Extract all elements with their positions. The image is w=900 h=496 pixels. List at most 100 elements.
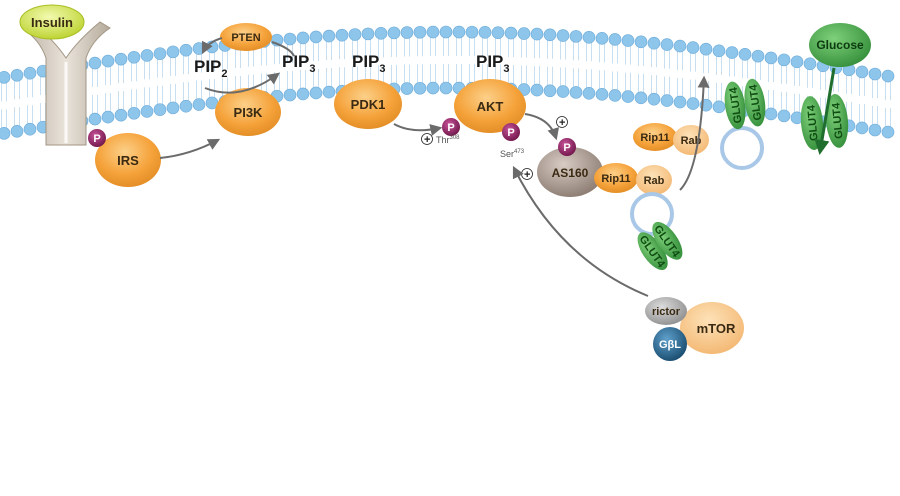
lipid-head — [569, 86, 583, 99]
lipid-head — [153, 47, 167, 60]
gbl-label: GβL — [659, 339, 681, 351]
akt-thr308-phosphate: P — [442, 118, 460, 136]
lipid-head — [621, 90, 635, 103]
mtor-protein[interactable]: mTOR — [680, 302, 744, 354]
lipid-head — [868, 123, 882, 137]
arrow-pip2-to-pip3 — [204, 72, 280, 94]
svg-text:GLUT4: GLUT4 — [830, 101, 845, 139]
pip3-label-akt: PIP3 — [476, 52, 510, 75]
lipid-head — [504, 26, 518, 40]
lipid-head — [777, 53, 791, 67]
lipid-head — [530, 27, 544, 41]
pi3k-label: PI3K — [234, 105, 264, 120]
lipid-head — [452, 25, 466, 39]
lipid-head — [426, 25, 440, 39]
rip11-label: Rip11 — [640, 132, 669, 144]
lipid-head — [179, 43, 193, 57]
glut4-transporter: GLUT4 GLUT4 — [637, 221, 683, 271]
lipid-head — [465, 25, 479, 39]
insulin-ligand[interactable]: Insulin — [19, 4, 85, 40]
lipid-head — [309, 30, 323, 44]
phosphate-label: P — [447, 122, 454, 134]
lipid-head — [777, 109, 791, 123]
rab-protein-lower[interactable]: Rab — [636, 165, 672, 195]
lipid-head — [660, 94, 674, 107]
arrow-pten-to-pip2 — [201, 37, 223, 55]
pip3-label-pi3k: PIP3 — [282, 52, 316, 75]
lipid-head — [556, 29, 570, 42]
lipid-head — [88, 56, 102, 70]
lipid-head — [569, 30, 583, 43]
glut4-transporter-membrane[interactable]: GLUT4 GLUT4 — [799, 93, 851, 151]
lipid-head — [855, 121, 869, 135]
lipid-head — [322, 29, 336, 43]
lipid-head — [309, 86, 323, 100]
lipid-head — [296, 87, 310, 101]
phosphate-label: P — [507, 127, 514, 139]
lipid-head — [868, 67, 882, 81]
akt-protein[interactable]: AKT — [454, 79, 526, 133]
lipid-head — [543, 28, 557, 42]
lipid-head — [608, 89, 622, 102]
lipid-head — [764, 51, 778, 65]
pi3k-protein[interactable]: PI3K — [215, 88, 281, 136]
glucose-molecule[interactable]: Glucose — [809, 23, 871, 67]
lipid-head — [335, 28, 349, 42]
lipid-head — [296, 31, 310, 45]
rip11-protein-upper[interactable]: Rip11 — [633, 123, 677, 151]
lipid-head — [790, 55, 804, 69]
pten-protein[interactable]: PTEN — [220, 23, 272, 51]
irs-protein[interactable]: IRS — [95, 133, 161, 187]
rab-protein-upper[interactable]: Rab — [673, 125, 709, 155]
gbl-protein[interactable]: GβL — [653, 327, 687, 361]
svg-text:GLUT4: GLUT4 — [805, 104, 820, 142]
lipid-head — [647, 92, 661, 106]
lipid-head — [634, 35, 648, 49]
lipid-head — [439, 25, 453, 39]
arrow-mtorc2-to-akt — [512, 165, 649, 297]
lipid-head — [166, 101, 180, 115]
lipid-head — [114, 52, 128, 66]
lipid-head — [582, 87, 596, 100]
rip11-protein-lower[interactable]: Rip11 — [594, 163, 638, 193]
lipid-head — [23, 122, 37, 136]
arrow-irs-to-pi3k — [159, 138, 221, 159]
lipid-head — [101, 54, 115, 68]
lipid-head — [712, 100, 726, 114]
glut4-vesicle-lower[interactable]: GLUT4 GLUT4 — [630, 192, 688, 275]
lipid-head — [556, 85, 570, 98]
glucose-uptake-arrow — [814, 67, 836, 155]
lipid-head — [543, 84, 557, 98]
pdk1-protein[interactable]: PDK1 — [334, 79, 402, 129]
lipid-head — [179, 99, 193, 113]
lipid-head — [673, 95, 687, 109]
lipid-head — [530, 83, 544, 97]
lipid-head — [400, 26, 414, 39]
lipid-head — [322, 85, 336, 99]
as160-protein[interactable]: AS160 — [537, 147, 603, 197]
insulin-receptor — [21, 21, 111, 146]
insulin-label: Insulin — [31, 15, 73, 30]
lipid-head — [10, 68, 24, 82]
lipid-head — [361, 27, 375, 41]
lipid-head — [400, 82, 414, 95]
svg-text:GLUT4: GLUT4 — [728, 86, 745, 124]
irs-phosphate: P — [88, 129, 106, 147]
lipid-head — [283, 32, 297, 46]
lipid-head — [660, 38, 674, 51]
glut4-vesicle-upper[interactable]: GLUT4 GLUT4 — [720, 77, 768, 170]
lipid-head — [387, 26, 401, 40]
svg-text:GLUT4: GLUT4 — [747, 83, 764, 121]
arrow-akt-to-as160 — [524, 113, 559, 141]
as160-phosphate: P — [558, 138, 576, 156]
lipid-head — [855, 65, 869, 79]
lipid-head — [192, 42, 206, 55]
lipid-head — [491, 26, 505, 39]
lipid-head — [439, 81, 453, 95]
akt-ser473-phosphate: P — [502, 123, 520, 141]
rictor-protein[interactable]: rictor — [645, 297, 687, 325]
plus-sign-thr: + — [424, 134, 430, 146]
lipid-head — [647, 36, 661, 50]
rictor-label: rictor — [652, 306, 681, 318]
